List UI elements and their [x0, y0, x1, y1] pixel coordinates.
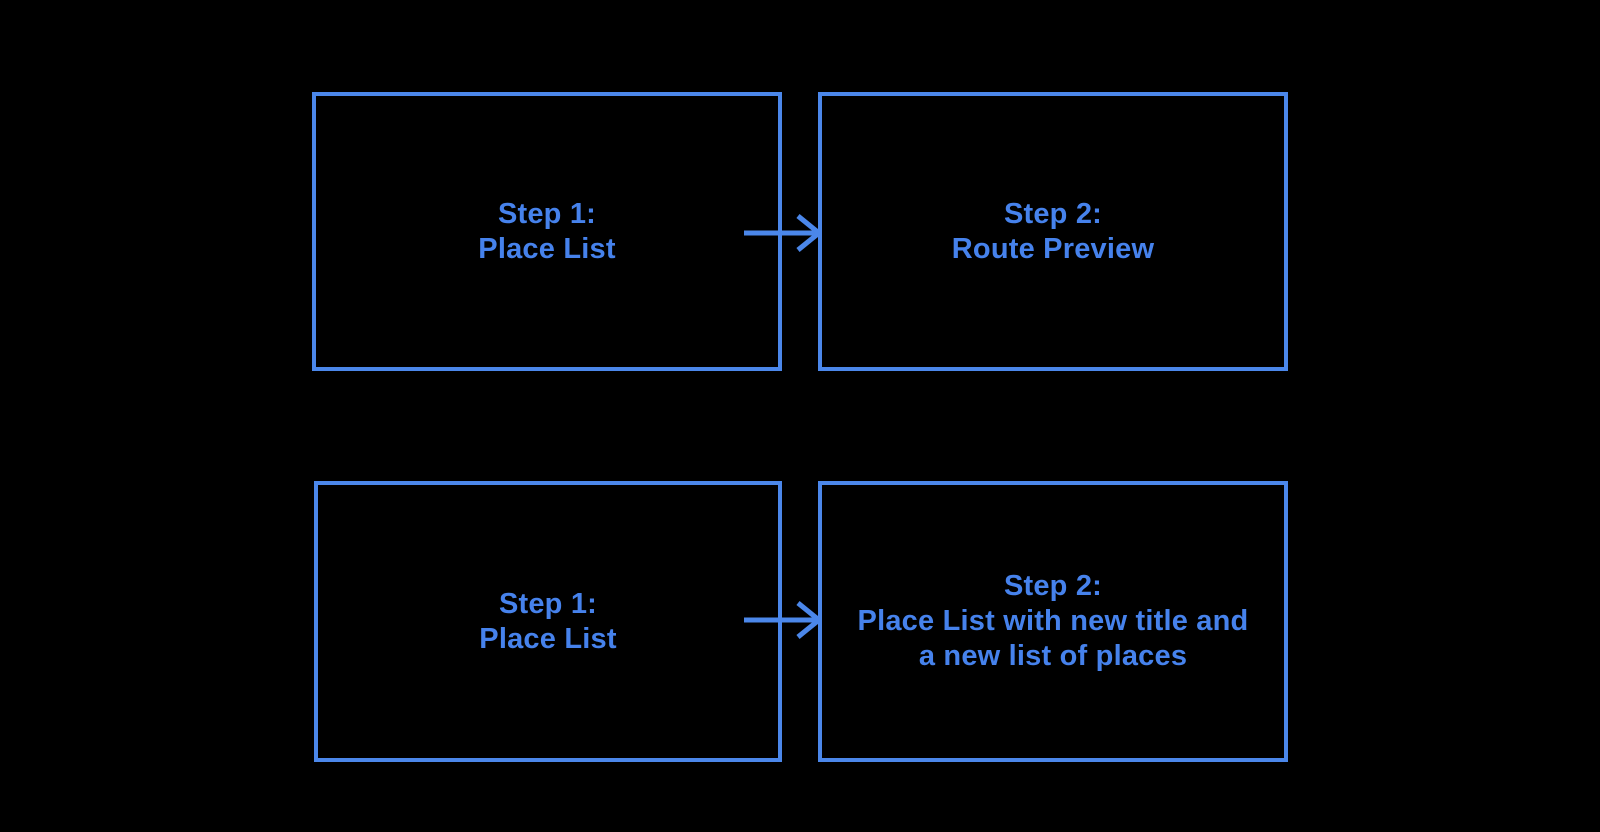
node-title-line: Step 1: [497, 197, 597, 230]
node-title-line: a new list of places [918, 640, 1188, 672]
flow1-source-label: Step 1: Place List [316, 197, 778, 267]
node-title-line: Route Preview [951, 232, 1155, 265]
flow1-target-label: Step 2: Route Preview [822, 197, 1284, 267]
node-title-line: Step 1: [498, 587, 598, 620]
flow2-target-box: Step 2: Place List with new title and a … [818, 481, 1288, 762]
flow2-source-box: Step 1: Place List [314, 481, 782, 762]
flow1-source-box: Step 1: Place List [312, 92, 782, 371]
node-title-line: Place List [479, 622, 617, 655]
node-title-line: Place List with new title and [857, 605, 1249, 637]
node-title-line: Step 2: [1003, 570, 1103, 602]
node-title-line: Step 2: [1003, 197, 1103, 230]
right-arrow-icon [744, 601, 822, 639]
flow1-target-box: Step 2: Route Preview [818, 92, 1288, 371]
flow2-target-label: Step 2: Place List with new title and a … [822, 569, 1284, 674]
right-arrow-icon [744, 214, 822, 252]
flow2-source-label: Step 1: Place List [318, 587, 778, 657]
node-title-line: Place List [478, 232, 616, 265]
